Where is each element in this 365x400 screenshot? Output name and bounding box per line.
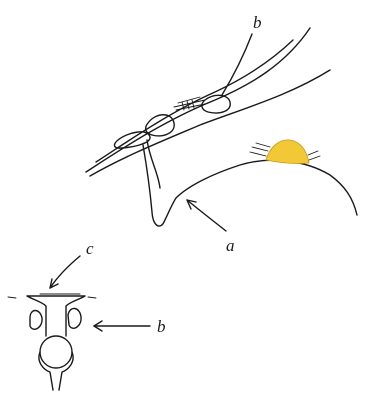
arrow-c (50, 256, 80, 288)
arrow-a (187, 200, 226, 231)
ovary-small (40, 336, 72, 368)
pendant-pouch (143, 140, 357, 226)
arrow-b-bottom (94, 321, 150, 331)
label-a: a (226, 236, 235, 255)
small-flower (8, 294, 96, 390)
stalk-organs (115, 95, 231, 148)
label-b-top: b (253, 13, 262, 32)
anther-small-left (30, 311, 42, 330)
label-c: c (86, 239, 94, 258)
yellow-mound (250, 140, 320, 163)
anther-small-right (68, 308, 81, 328)
label-b-bottom: b (157, 317, 166, 336)
